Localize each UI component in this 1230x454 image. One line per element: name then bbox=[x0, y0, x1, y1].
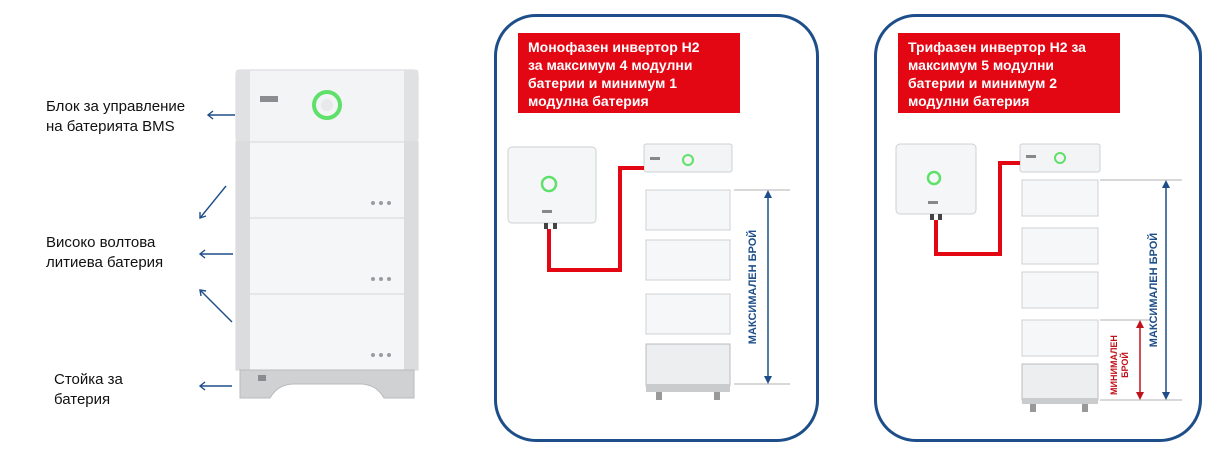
three-max-count-label: МАКСИМАЛЕН БРОЙ bbox=[1148, 232, 1160, 348]
banner-three-phase: Трифазен инвертор H2 за максимум 5 модул… bbox=[898, 33, 1120, 113]
inverter-led-icon-3ph bbox=[926, 170, 942, 186]
three-min-count-label: МИНИМАЛЕН БРОЙ bbox=[1109, 335, 1130, 395]
label-rack: Стойка за батерия bbox=[54, 371, 123, 408]
inverter-led-icon bbox=[540, 175, 558, 193]
label-hv-battery: Високо волтова литиева батерия bbox=[46, 234, 164, 271]
banner-single-phase: Монофазен инвертор H2 за максимум 4 моду… bbox=[518, 33, 740, 113]
bms-power-led-icon bbox=[312, 90, 342, 120]
label-bms: Блок за управление на батерията BMS bbox=[46, 98, 186, 135]
